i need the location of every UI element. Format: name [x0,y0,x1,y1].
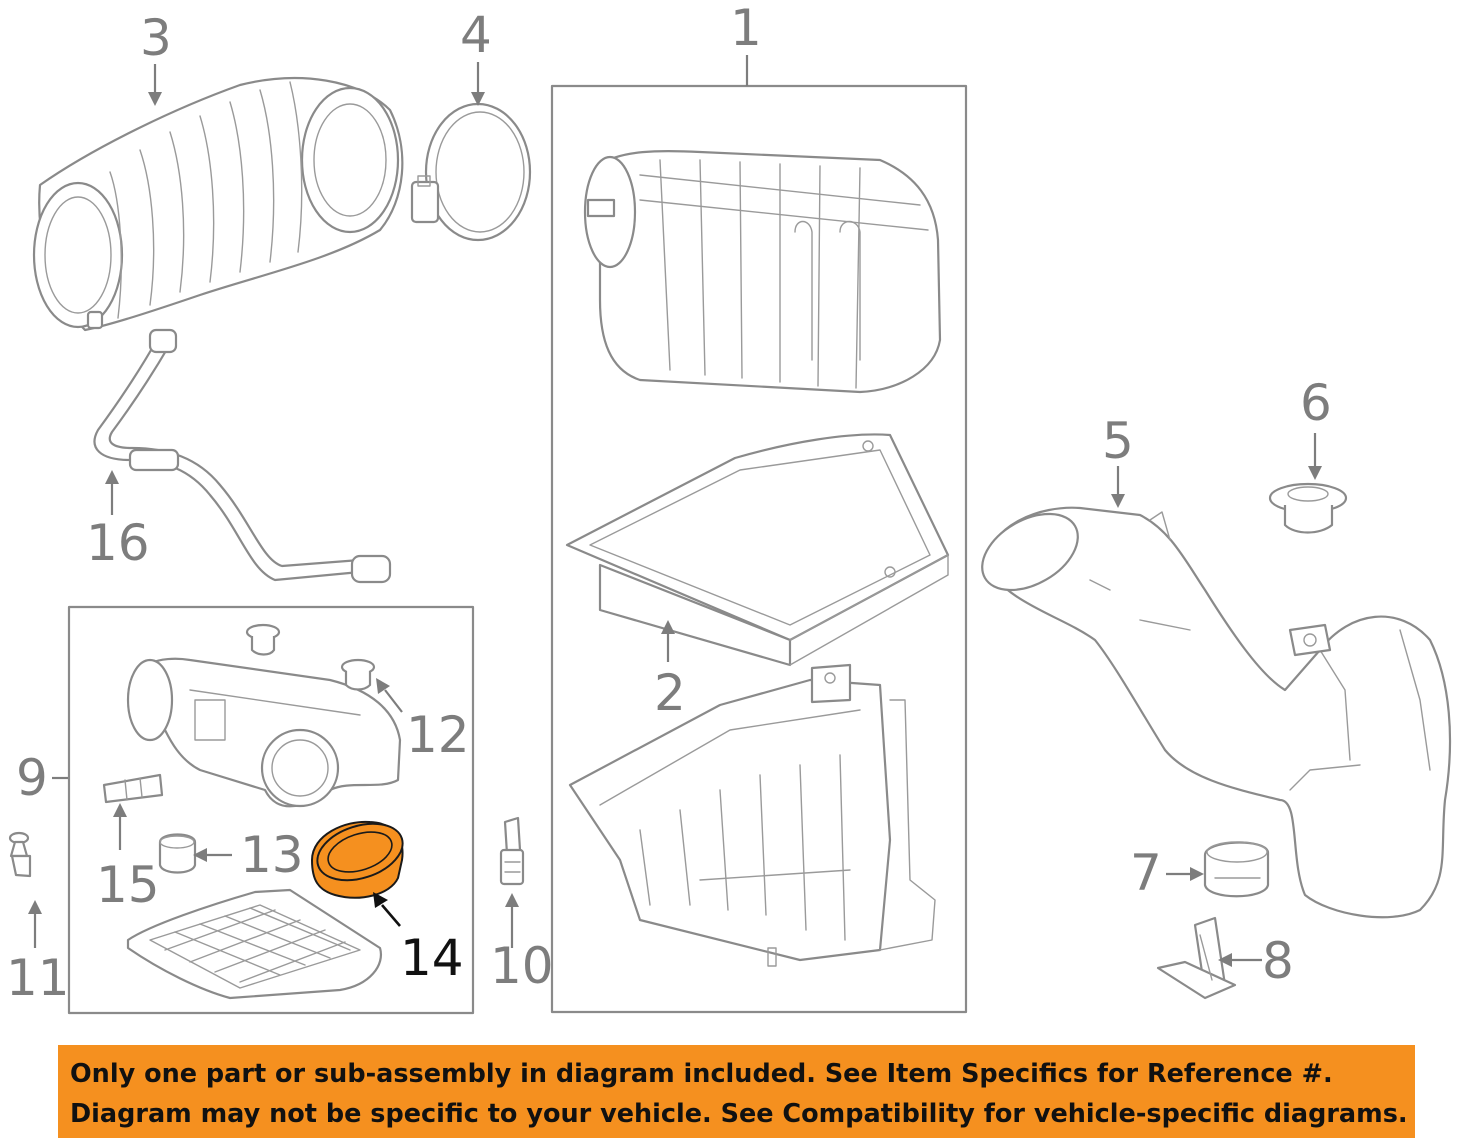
part-1-upper-housing [583,149,942,394]
callout-12: 12 [406,706,470,764]
part-5-outlet-duct [981,506,1452,919]
callout-13: 13 [240,826,304,884]
part-7-bushing [1203,841,1270,898]
part-14-seal [310,820,404,899]
callout-7: 7 [1130,844,1162,902]
callout-5: 5 [1102,412,1134,470]
part-3-intake-hose [32,77,404,332]
part-16-vent-tube [93,328,392,584]
callout-3: 3 [140,9,172,67]
callout-labels: 1 2 3 4 5 6 7 8 9 10 11 12 13 14 15 16 [6,0,1332,1007]
disclaimer-line-2: Diagram may not be specific to your vehi… [70,1099,1408,1129]
part-2-air-filter [565,433,950,667]
part-4-hose-clamp [410,102,532,242]
callout-16: 16 [86,514,150,572]
callout-1: 1 [730,0,762,57]
callout-10: 10 [490,937,554,995]
callout-6: 6 [1300,374,1332,432]
part-15-sensor [102,773,164,804]
disclaimer-banner: Only one part or sub-assembly in diagram… [58,1045,1415,1138]
part-6-grommet [1268,482,1348,534]
part-10-sensor [499,816,525,886]
callout-14: 14 [400,929,464,987]
callout-arrows [28,55,1322,967]
callout-11: 11 [6,949,70,1007]
part-14-seal-opening [327,831,393,873]
callout-15: 15 [96,856,160,914]
part-13-bushing [158,833,197,874]
part-9-screen-cover [126,888,383,1000]
part-11-push-pin [8,831,32,878]
assembly-box-air-cleaner [550,84,968,1014]
callout-9: 9 [16,749,48,807]
part-9-grommet-top [245,623,281,656]
assembly-box-intake-duct [67,605,475,1015]
part-1-lower-housing [568,663,936,967]
part-9-intake-duct [126,657,402,808]
callout-4: 4 [460,6,492,64]
disclaimer-line-1: Only one part or sub-assembly in diagram… [70,1059,1333,1089]
part-8-push-pin [1156,916,1237,1000]
callout-8: 8 [1262,932,1294,990]
part-12-grommet [340,658,376,691]
callout-2: 2 [654,664,686,722]
